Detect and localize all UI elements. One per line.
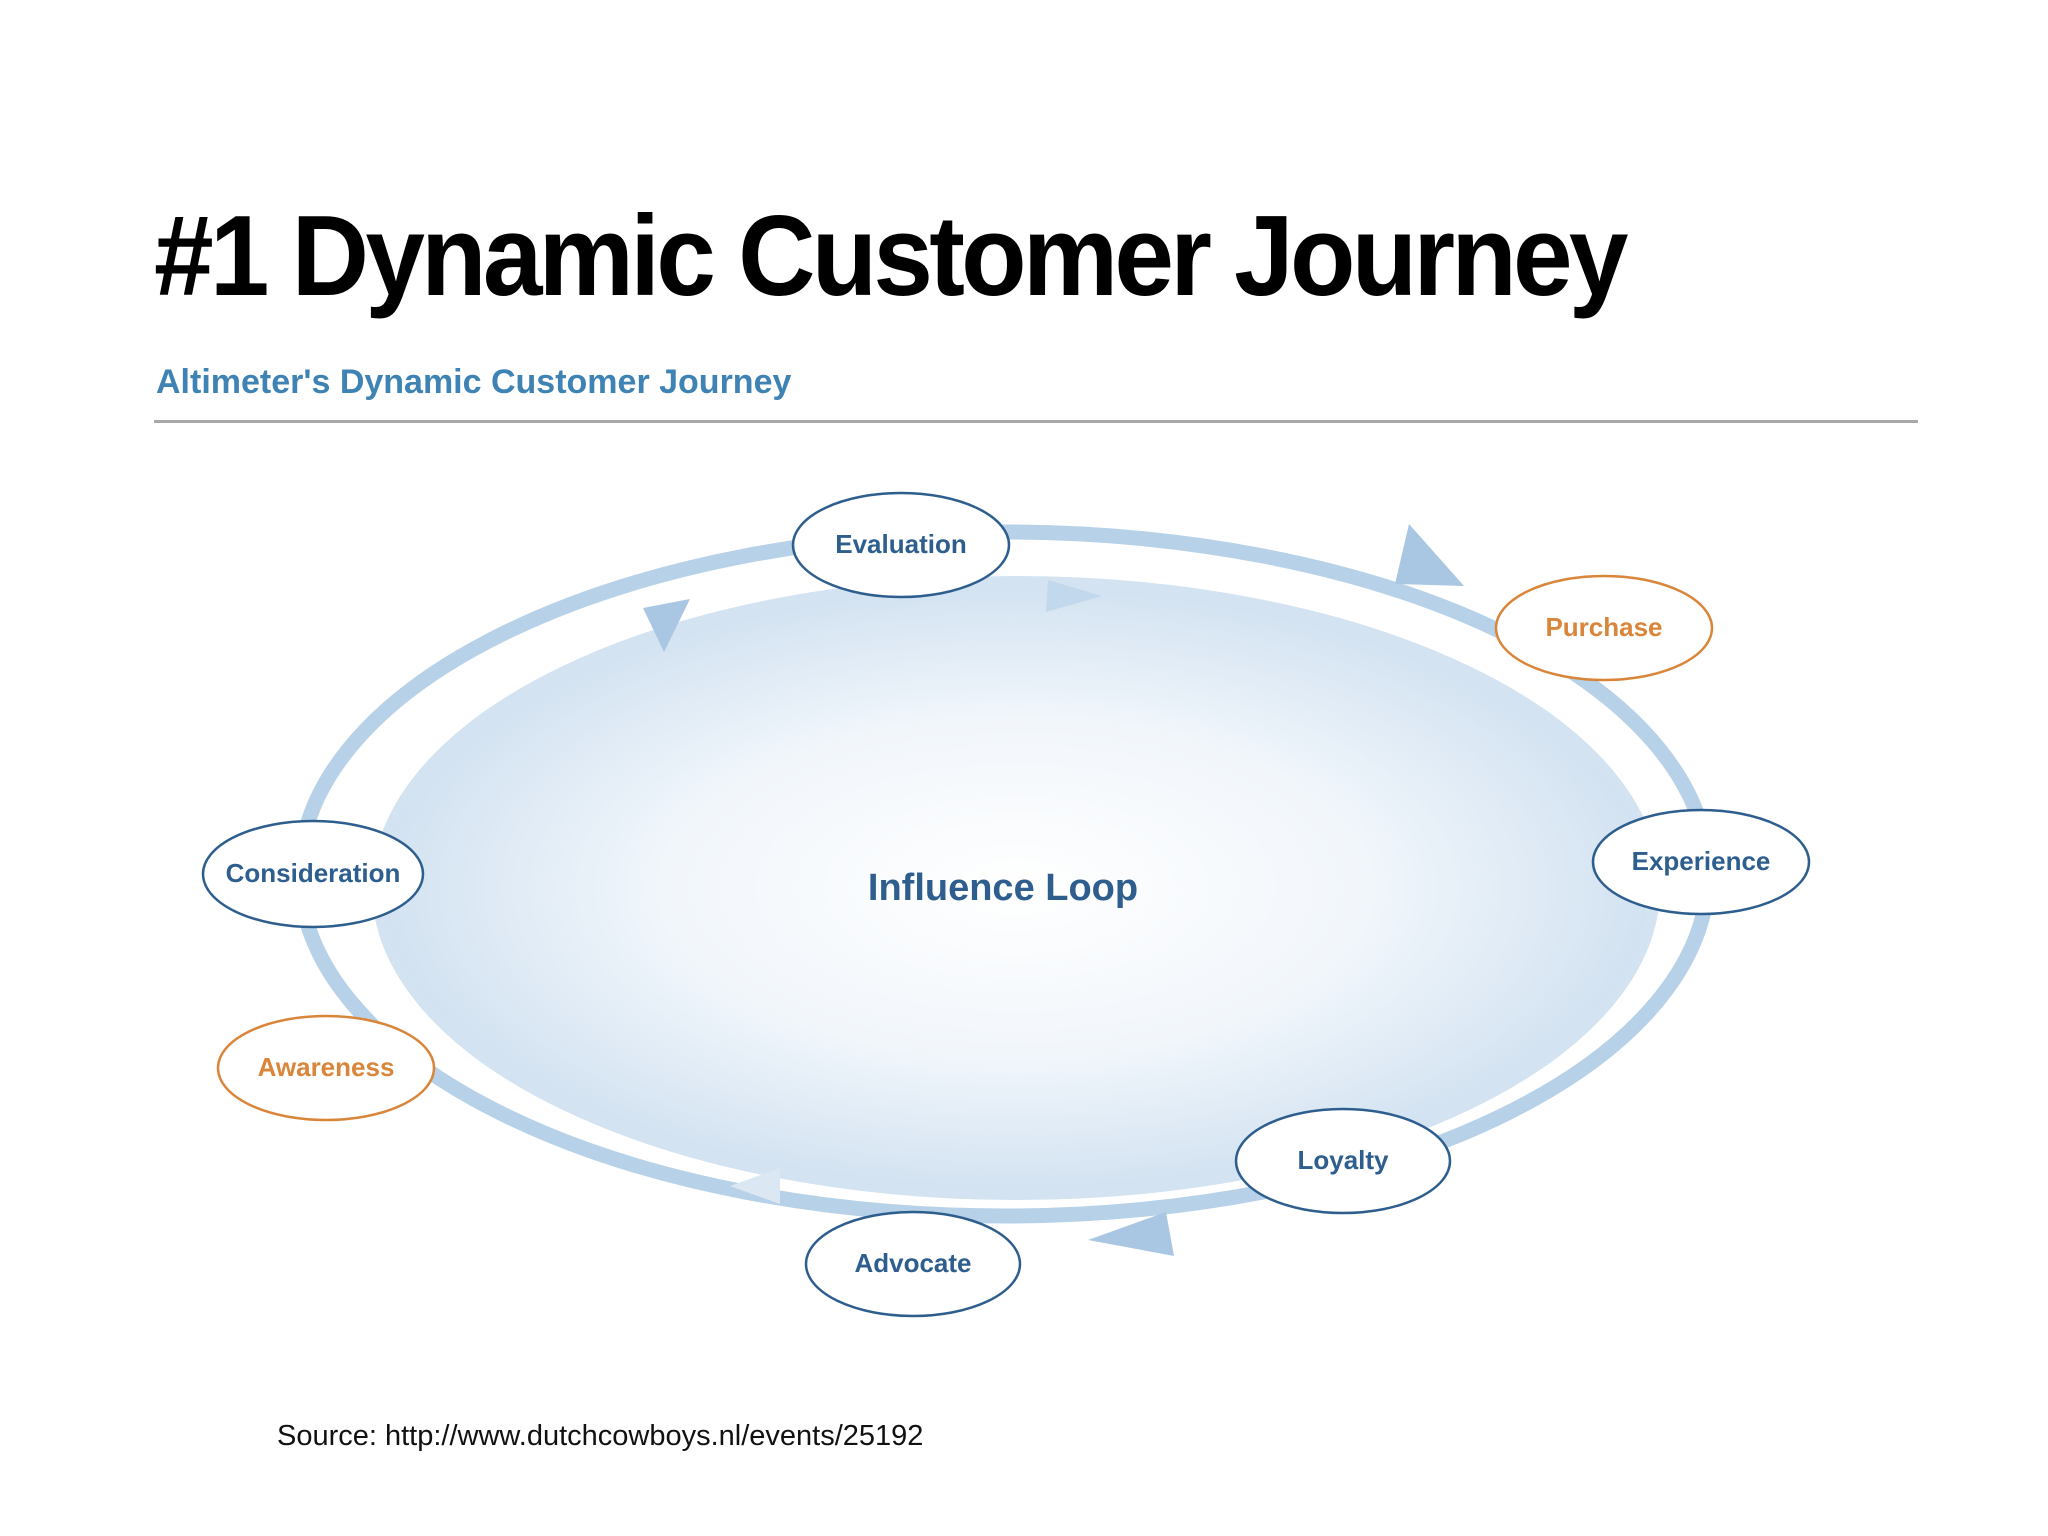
arrow-inner-bottom-icon	[730, 1168, 780, 1204]
stage-experience: Experience	[1591, 808, 1811, 916]
arrow-outer-top-left-icon	[643, 599, 690, 652]
source-citation: Source: http://www.dutchcowboys.nl/event…	[277, 1420, 924, 1452]
stage-evaluation-label: Evaluation	[835, 529, 966, 559]
arrow-inner-top-icon	[1046, 580, 1102, 612]
stage-purchase: Purchase	[1494, 574, 1714, 682]
stage-advocate-label: Advocate	[854, 1248, 971, 1278]
stage-awareness-label: Awareness	[258, 1052, 395, 1082]
stage-advocate: Advocate	[804, 1210, 1022, 1318]
stage-consideration: Consideration	[201, 819, 425, 929]
arrow-outer-top-right-icon	[1395, 524, 1464, 586]
figure-divider	[154, 420, 1918, 423]
stage-loyalty: Loyalty	[1234, 1107, 1452, 1215]
slide-title: #1 Dynamic Customer Journey	[154, 193, 1628, 320]
stage-loyalty-label: Loyalty	[1297, 1145, 1389, 1175]
figure-title: Altimeter's Dynamic Customer Journey	[156, 363, 792, 401]
stage-awareness: Awareness	[216, 1014, 436, 1122]
stage-purchase-label: Purchase	[1545, 612, 1662, 642]
arrow-outer-bottom-icon	[1088, 1212, 1174, 1256]
stage-consideration-label: Consideration	[226, 858, 401, 888]
stage-evaluation: Evaluation	[791, 491, 1011, 599]
stage-experience-label: Experience	[1632, 846, 1771, 876]
influence-loop-label: Influence Loop	[868, 867, 1138, 909]
